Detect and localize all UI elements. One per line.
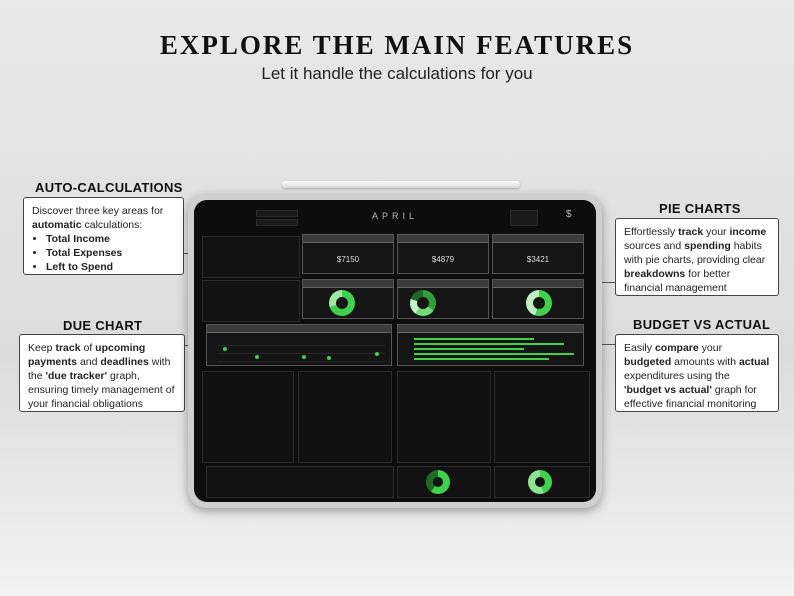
pie-bold: spending	[684, 240, 731, 252]
pie-bold: breakdowns	[624, 268, 686, 280]
list-item: Total Income	[46, 232, 175, 246]
budget-vs-actual-box: Easily compare your budgeted amounts wit…	[615, 334, 779, 412]
auto-calculations-title: AUTO-CALCULATIONS	[35, 180, 183, 195]
budget-bar	[414, 343, 564, 345]
gridline	[217, 345, 385, 346]
due-point	[327, 356, 331, 360]
auto-intro-bold: automatic	[32, 219, 82, 231]
due-text: Keep	[28, 342, 56, 354]
list-item: Left to Spend	[46, 260, 175, 274]
gridline	[217, 353, 385, 354]
due-point	[223, 347, 227, 351]
income-breakdown-card	[302, 279, 394, 319]
budget-bold: 'budget vs actual'	[624, 384, 712, 396]
budget-bold: actual	[738, 356, 770, 368]
pie-text: habits with pie charts, providing clear	[624, 240, 766, 266]
due-text: and	[77, 356, 101, 368]
budget-bold: compare	[654, 342, 699, 354]
pie-text: Effortlessly	[624, 226, 679, 238]
budget-text: your	[698, 342, 723, 354]
main-heading: EXPLORE THE MAIN FEATURES	[159, 30, 635, 60]
list-item: Total Expenses	[46, 246, 175, 260]
budget-text: graph for effective financial monitoring	[624, 384, 757, 410]
savings-pie-hole	[535, 477, 545, 487]
spending-overview-card	[492, 279, 584, 319]
savings-table	[202, 280, 300, 322]
budget-vs-actual-title: BUDGET VS ACTUAL	[633, 317, 771, 332]
budget-bar	[414, 338, 534, 340]
due-text: with the	[28, 356, 171, 382]
due-bold: track	[55, 342, 81, 354]
spending-pie-hole	[533, 297, 545, 309]
gridline	[217, 361, 385, 362]
budget-bar	[414, 358, 549, 360]
savings-tracker	[206, 466, 394, 498]
due-chart-box: Keep track of upcoming payments and dead…	[19, 334, 185, 412]
tablet-screen: APRIL $ $7150 $4879 $3421	[194, 200, 596, 502]
budget-bar	[414, 348, 524, 350]
due-point	[302, 355, 306, 359]
total-income-card: $7150	[302, 234, 394, 274]
savings-goals-table	[494, 371, 590, 463]
expense-breakdown-card	[397, 279, 489, 319]
pie-charts-box: Effortlessly track your income sources a…	[615, 218, 779, 296]
debt-pie-hole	[433, 477, 443, 487]
auto-calculations-list: Total Income Total Expenses Left to Spen…	[32, 232, 175, 274]
pie-charts-title: PIE CHARTS	[659, 201, 741, 216]
auto-calculations-box: Discover three key areas for automatic c…	[23, 197, 184, 275]
currency-field	[510, 210, 538, 226]
date-field	[256, 210, 298, 217]
due-tracker-chart	[206, 324, 392, 366]
budget-bold: budgeted	[624, 356, 672, 368]
budget-text: Easily	[624, 342, 655, 354]
due-text: graph, ensuring timely management of you…	[28, 370, 175, 410]
pie-bold: income	[729, 226, 767, 238]
budget-text: amounts with	[671, 356, 739, 368]
expense-pie-hole	[417, 297, 429, 309]
budget-bar	[414, 353, 574, 355]
due-point	[375, 352, 379, 356]
date-field	[256, 219, 298, 226]
auto-intro-text: Discover three key areas for	[32, 205, 164, 217]
due-bold: upcoming payments	[28, 342, 146, 368]
total-expenses-value: $4879	[431, 255, 455, 264]
due-point	[255, 355, 259, 359]
budget-text: expenditures using the	[624, 370, 730, 382]
pie-text: for better financial management	[624, 268, 731, 294]
left-to-spend-value: $3421	[526, 255, 550, 264]
total-income-value: $7150	[336, 255, 360, 264]
dollar-icon: $	[566, 209, 572, 220]
due-text: of	[80, 342, 96, 354]
due-bold: 'due tracker'	[45, 370, 108, 382]
total-expenses-card: $4879	[397, 234, 489, 274]
stylus-pencil	[282, 181, 520, 188]
due-bold: deadlines	[100, 356, 149, 368]
pie-bold: track	[678, 226, 704, 238]
budget-vs-actual-chart	[397, 324, 584, 366]
dashboard-month-title: APRIL	[371, 211, 418, 221]
main-subheading: Let it handle the calculations for you	[261, 64, 533, 83]
left-to-spend-card: $3421	[492, 234, 584, 274]
auto-intro-text-2: calculations:	[81, 219, 143, 231]
expenses-table	[298, 371, 392, 463]
debt-table	[397, 371, 491, 463]
pie-text: sources and	[624, 240, 685, 252]
due-chart-title: DUE CHART	[63, 318, 143, 333]
bills-table	[202, 371, 294, 463]
income-table	[202, 236, 300, 278]
pie-text: your	[703, 226, 730, 238]
income-pie-hole	[336, 297, 348, 309]
